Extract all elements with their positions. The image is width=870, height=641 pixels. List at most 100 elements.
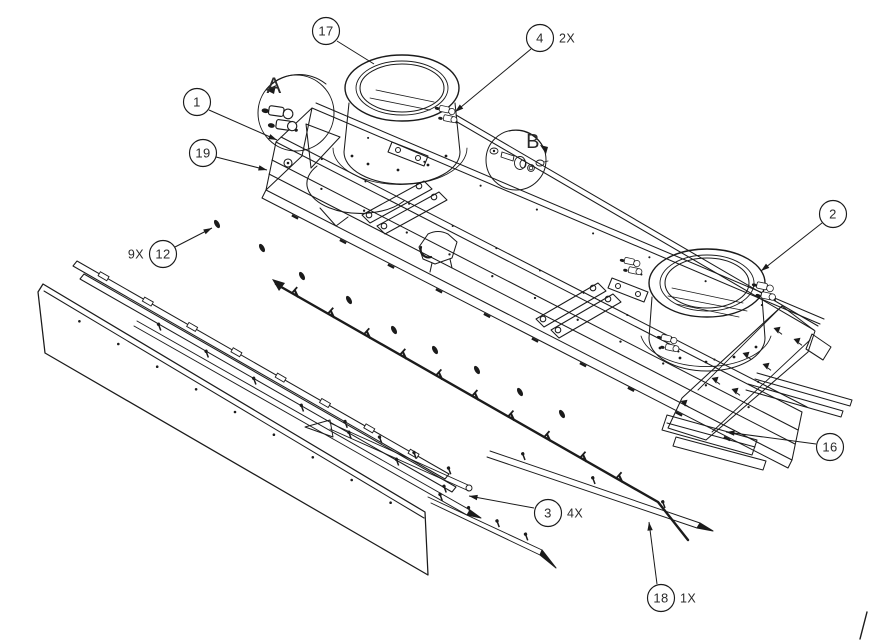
wear-blade-left: [133, 320, 482, 519]
lifting-straps: [361, 180, 622, 339]
rail-stud-plate: [318, 397, 332, 409]
weld-stud-icon: [412, 450, 417, 460]
weld-stud-icon: [591, 476, 596, 485]
leader-arrow-icon: [203, 228, 212, 235]
rivet-hole-dot: [451, 224, 454, 228]
leader-line: [454, 48, 532, 113]
quantity-label: 1X: [680, 592, 696, 606]
balloon-number: 1: [193, 95, 201, 110]
weld-nut-icon: [773, 326, 783, 335]
detail-letter: B: [526, 131, 540, 153]
detail-circle: [257, 74, 335, 152]
rivet-hole-dot: [389, 501, 392, 505]
rivet-hole-dot: [538, 269, 542, 272]
leader-arrow-icon: [455, 104, 464, 112]
slot-mark: [339, 238, 347, 245]
callout-balloon-2: 2: [760, 199, 848, 272]
rivet-hole-dot: [155, 365, 159, 369]
quantity-label: 4X: [567, 507, 583, 521]
balloon-number: 3: [544, 506, 552, 521]
rail-stud-plate: [274, 372, 287, 383]
slot-mark: [579, 362, 587, 368]
weld-stud-icon: [299, 403, 305, 412]
slot-mark: [387, 263, 395, 269]
rivet-hole-dot: [626, 313, 629, 317]
rivet-hole-dot: [704, 280, 707, 283]
leader-line: [208, 109, 278, 141]
stud-strip-a: [304, 419, 473, 492]
leader-line: [725, 431, 817, 445]
inlet-collar-17: [332, 54, 468, 185]
slot-mark: [435, 288, 443, 294]
rod-clip-icon: [291, 286, 299, 298]
flange-bolt-dot: [426, 163, 430, 167]
balloon-number: 19: [195, 146, 210, 161]
weld-stud-icon: [523, 532, 529, 541]
flange-bolt-dot: [444, 154, 448, 158]
rivet-hole-dot: [662, 362, 665, 365]
rivet-hole-dot: [619, 340, 622, 343]
flange-bolt-dot: [658, 346, 662, 350]
balloon-number: 17: [318, 24, 333, 39]
flange-bolt-dot: [678, 356, 682, 360]
balloon-circle: [818, 199, 848, 229]
rivet-hole-dot: [491, 275, 494, 278]
rod-clip-icon: [579, 451, 588, 463]
rod-clip-icon: [471, 389, 480, 401]
rod-clip-icon: [507, 409, 516, 422]
weld-nut-icon: [762, 362, 772, 371]
rivet-hole-dot: [479, 184, 482, 187]
stud-strip-b: [427, 496, 557, 569]
weld-stud-icon: [495, 519, 500, 528]
weld-stud-icon: [521, 452, 526, 461]
weld-stud-icon: [466, 505, 472, 515]
rivet-hole-dot: [592, 232, 595, 235]
rivet-hole-dot: [495, 247, 498, 250]
plug-item-12: [345, 295, 353, 305]
weld-stud-icon: [661, 500, 666, 509]
clamp-fitting-icon: [261, 105, 298, 132]
scraper-rod: [272, 279, 690, 542]
flange-bolt-dot: [366, 162, 370, 166]
weld-nut-icon: [711, 376, 721, 385]
plug-item-12: [516, 387, 524, 397]
weld-stud-icon: [442, 484, 447, 493]
weld-stud-icon: [446, 466, 452, 475]
weld-nut-icon: [680, 399, 690, 408]
rod-clip-icon: [615, 471, 624, 483]
quantity-label: 2X: [559, 32, 575, 46]
rivet-hole-dot: [423, 160, 426, 163]
rivet-hole-dot: [320, 187, 323, 191]
rail-stud-plate: [97, 271, 110, 282]
flange-bolt-dot: [396, 168, 400, 172]
slot-mark: [723, 435, 731, 442]
leader-line: [760, 222, 823, 272]
rod-clip-icon: [363, 327, 372, 339]
plug-item-12: [213, 219, 221, 229]
rivet-hole-dot: [350, 478, 354, 482]
plug-item-12: [258, 243, 266, 253]
rail-stud-plate: [230, 347, 243, 358]
weld-nut-icon: [793, 337, 803, 346]
plug-item-12: [390, 325, 398, 335]
corner-tick-mark: [859, 611, 868, 640]
weld-nut-icon: [731, 387, 741, 396]
rivet-hole-dot: [272, 433, 276, 437]
leader-arrow-icon: [726, 430, 735, 436]
weld-stud-icon: [251, 376, 257, 385]
rivet-hole-dot: [367, 136, 370, 139]
rivet-hole-dot: [760, 304, 763, 307]
flange-bolt-dot: [350, 154, 354, 158]
clamp-fitting-icon: [619, 257, 643, 276]
flange-bolt-dot: [754, 345, 758, 349]
rail-stud-plate: [141, 296, 154, 307]
weld-stud-icon: [156, 322, 162, 331]
weld-stud-icon: [438, 492, 443, 501]
callout-balloon-4: 4 2X: [454, 23, 575, 113]
balloon-number: 4: [536, 31, 544, 46]
rivet-hole-dot: [78, 320, 81, 323]
